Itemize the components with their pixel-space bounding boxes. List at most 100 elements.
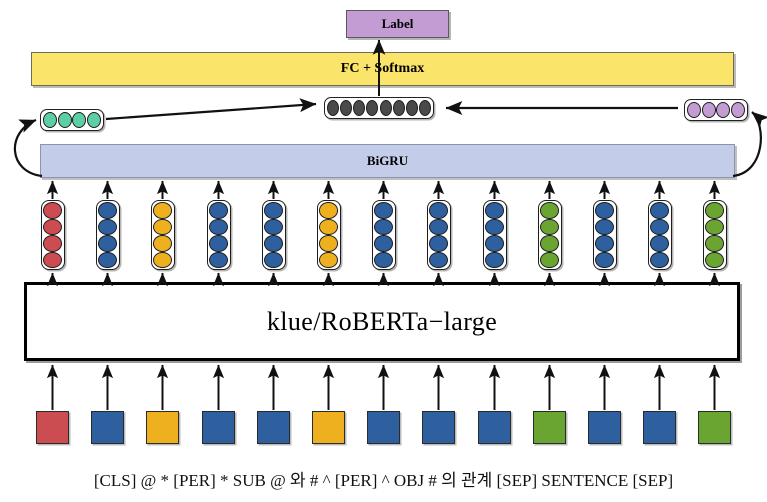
backward-hidden-state-dot bbox=[687, 102, 701, 118]
hidden-vector-dot bbox=[43, 202, 62, 219]
hidden-vector-dot bbox=[595, 251, 614, 268]
hidden-vector-column bbox=[40, 200, 65, 270]
token-per1-input-square bbox=[146, 411, 179, 444]
hidden-vector-dot bbox=[98, 218, 117, 235]
pooled-hidden-state-dot bbox=[418, 100, 431, 116]
hidden-vector-dot bbox=[319, 218, 338, 235]
hidden-vector-dot bbox=[705, 235, 724, 252]
pooled-hidden-state-dot bbox=[379, 100, 392, 116]
forward-hidden-state-dot bbox=[72, 112, 87, 128]
hidden-vector-column bbox=[647, 200, 672, 270]
hidden-vector-column bbox=[150, 200, 175, 270]
hidden-vector-dot bbox=[650, 235, 669, 252]
token-sent2-input-square bbox=[643, 411, 676, 444]
hidden-vector-dot bbox=[374, 251, 393, 268]
pooled-hidden-state-dot bbox=[392, 100, 405, 116]
pooled-hidden-state-dot bbox=[340, 100, 353, 116]
hidden-vector-dot bbox=[705, 218, 724, 235]
hidden-vector-dot bbox=[540, 218, 559, 235]
hidden-vector-dot bbox=[595, 202, 614, 219]
backward-hidden-state-capsule bbox=[684, 99, 748, 121]
hidden-vector-dot bbox=[209, 251, 228, 268]
caption-text: [CLS] @ * [PER] * SUB @ 와 # ^ [PER] ^ OB… bbox=[93, 471, 674, 490]
hidden-vector-column bbox=[537, 200, 562, 270]
hidden-vector-dot bbox=[485, 251, 504, 268]
hidden-vector-dot bbox=[98, 251, 117, 268]
hidden-vector-dot bbox=[485, 202, 504, 219]
token-obj-input-square bbox=[367, 411, 400, 444]
hidden-vector-dot bbox=[540, 202, 559, 219]
token-sub-input-square bbox=[202, 411, 235, 444]
hidden-vector-dot bbox=[540, 251, 559, 268]
token-per2-input-square bbox=[312, 411, 345, 444]
hidden-vector-dot bbox=[319, 202, 338, 219]
hidden-vector-dot bbox=[374, 235, 393, 252]
hidden-vector-dot bbox=[485, 235, 504, 252]
hidden-vector-dot bbox=[705, 202, 724, 219]
token-cls-input-square bbox=[36, 411, 69, 444]
forward-hidden-state-dot bbox=[86, 112, 101, 128]
encoder-box: klue/RoBERTa−large bbox=[24, 282, 740, 361]
hidden-vector-column bbox=[592, 200, 617, 270]
hidden-vector-dot bbox=[319, 235, 338, 252]
hidden-vector-column bbox=[426, 200, 451, 270]
label-output-text: Label bbox=[381, 16, 414, 31]
hidden-vector-dot bbox=[209, 218, 228, 235]
backward-hidden-state-dot bbox=[716, 102, 731, 118]
bigru-text: BiGRU bbox=[366, 153, 409, 168]
hidden-vector-dot bbox=[374, 218, 393, 235]
hidden-vector-column bbox=[316, 200, 341, 270]
hidden-vector-column bbox=[702, 200, 727, 270]
hidden-vector-dot bbox=[650, 218, 669, 235]
label-output-box: Label bbox=[346, 10, 449, 38]
hidden-vector-dot bbox=[650, 202, 669, 219]
token-rel-input-square bbox=[478, 411, 511, 444]
token-wa-input-square bbox=[257, 411, 290, 444]
backward-hidden-state-dot bbox=[701, 102, 716, 118]
fc-softmax-text: FC + Softmax bbox=[340, 61, 425, 76]
hidden-vector-dot bbox=[264, 202, 283, 219]
fc-softmax-box: FC + Softmax bbox=[31, 52, 734, 86]
pooled-hidden-state-dot bbox=[327, 100, 339, 116]
hidden-vector-dot bbox=[705, 251, 724, 268]
hidden-vector-dot bbox=[429, 251, 448, 268]
bigru-box: BiGRU bbox=[40, 144, 735, 178]
pooled-hidden-state-capsule bbox=[324, 97, 434, 119]
hidden-vector-dot bbox=[595, 218, 614, 235]
pooled-hidden-state-dot bbox=[366, 100, 379, 116]
backward-hidden-state-dot bbox=[730, 102, 745, 118]
hidden-vector-dot bbox=[485, 218, 504, 235]
hidden-vector-dot bbox=[43, 218, 62, 235]
hidden-vector-dot bbox=[319, 251, 338, 268]
arrow-forward-to-pooled bbox=[105, 98, 317, 121]
hidden-vector-dot bbox=[374, 202, 393, 219]
hidden-vector-dot bbox=[264, 235, 283, 252]
pooled-hidden-state-dot bbox=[353, 100, 366, 116]
hidden-vector-dot bbox=[429, 235, 448, 252]
hidden-vector-dot bbox=[429, 202, 448, 219]
hidden-vector-dot bbox=[98, 235, 117, 252]
arrow-bigru-to-backward bbox=[732, 111, 767, 178]
hidden-vector-dot bbox=[43, 235, 62, 252]
hidden-vector-dot bbox=[153, 251, 172, 268]
pooled-hidden-state-dot bbox=[405, 100, 418, 116]
hidden-vector-dot bbox=[209, 202, 228, 219]
forward-hidden-state-dot bbox=[43, 112, 57, 128]
hidden-vector-dot bbox=[153, 218, 172, 235]
hidden-vector-dot bbox=[43, 251, 62, 268]
hidden-vector-dot bbox=[153, 202, 172, 219]
hidden-vector-dot bbox=[209, 235, 228, 252]
hidden-vector-column bbox=[261, 200, 286, 270]
forward-hidden-state-dot bbox=[57, 112, 72, 128]
arrow-bigru-to-forward bbox=[13, 118, 43, 178]
hidden-vector-dot bbox=[540, 235, 559, 252]
hidden-vector-column bbox=[206, 200, 231, 270]
hidden-vector-dot bbox=[153, 235, 172, 252]
hidden-vector-column bbox=[482, 200, 507, 270]
forward-hidden-state-capsule bbox=[40, 109, 104, 131]
hidden-vector-column bbox=[95, 200, 120, 270]
token-sep1-input-square bbox=[533, 411, 566, 444]
token-sep2-input-square bbox=[698, 411, 731, 444]
hidden-vector-column bbox=[371, 200, 396, 270]
